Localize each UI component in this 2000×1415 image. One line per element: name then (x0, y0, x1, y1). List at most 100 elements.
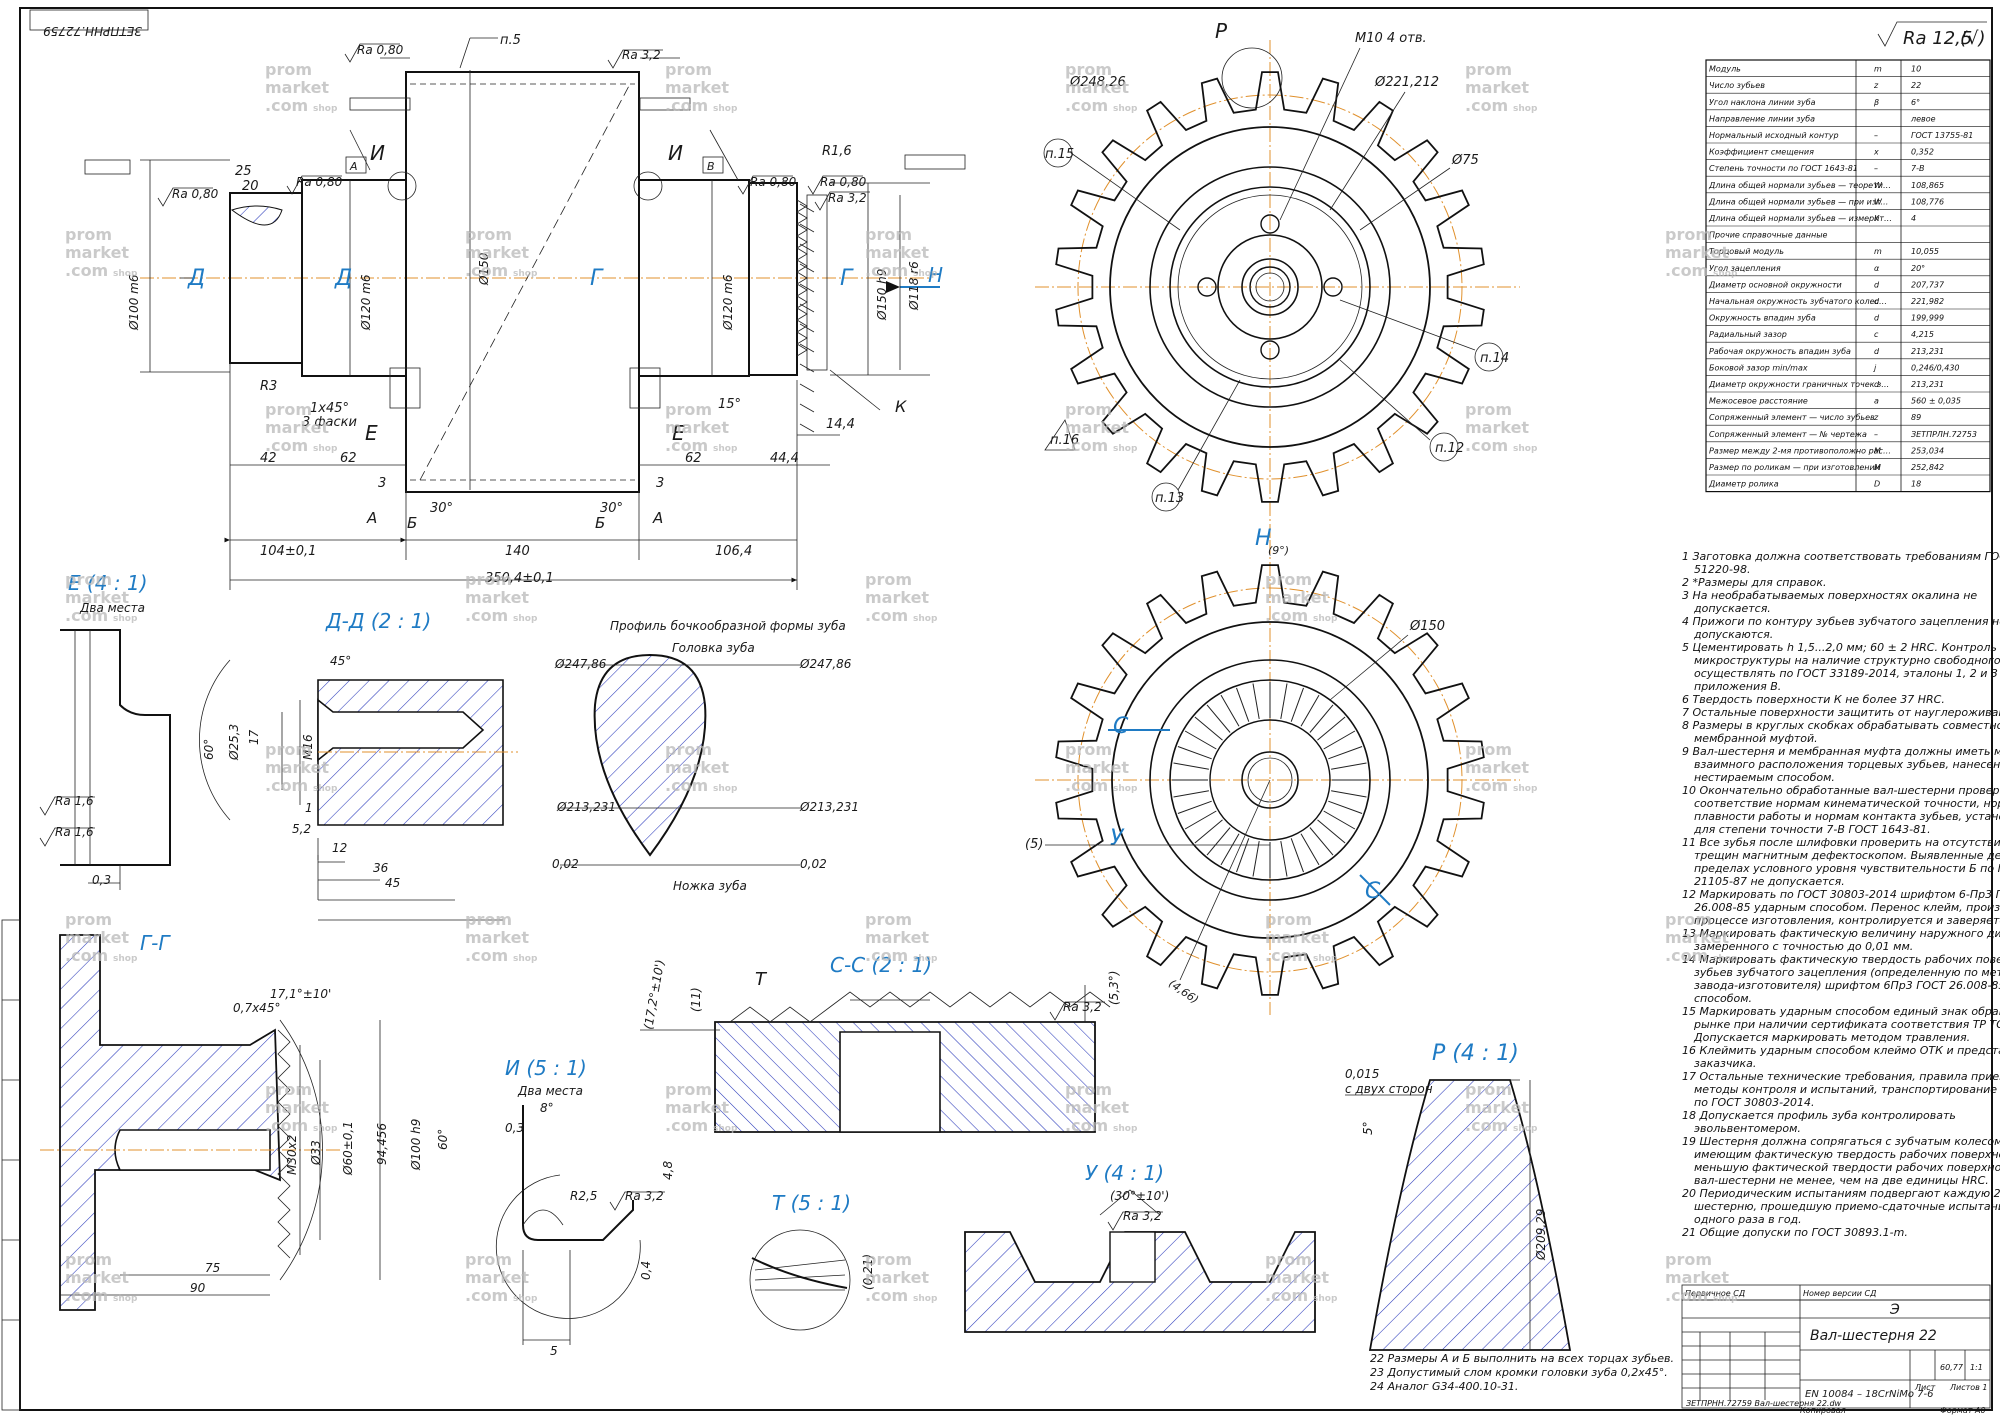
svg-text:п.15: п.15 (1045, 147, 1074, 162)
svg-text:Ø248,26: Ø248,26 (1069, 75, 1126, 90)
face-spline-tooth (1280, 683, 1288, 719)
svg-text:.com: .com (1665, 1286, 1708, 1305)
svg-text:Н: Н (1255, 526, 1272, 551)
face-spline-tooth (1309, 704, 1334, 733)
face-spline-tooth (1317, 819, 1346, 844)
svg-text:prom: prom (1465, 60, 1512, 79)
svg-text:.com: .com (1065, 1116, 1108, 1135)
note-line: процессе изготовления, контролируется и … (1694, 914, 2000, 927)
svg-text:prom: prom (665, 60, 712, 79)
svg-text:market: market (1665, 928, 1729, 947)
param-symbol: a (1874, 397, 1879, 406)
note-line: замеренного с точностью до 0,01 мм. (1694, 940, 1913, 953)
face-spline-tooth (1236, 838, 1250, 873)
svg-text:Ra 1,6: Ra 1,6 (55, 825, 94, 839)
param-value: 18 (1911, 480, 1921, 489)
face-spline-tooth (1323, 730, 1356, 750)
param-label: Прочие справочные данные (1709, 231, 1828, 240)
param-value: 560 ± 0,035 (1911, 397, 1961, 406)
svg-text:shop: shop (1313, 614, 1338, 624)
technical-requirements: 1 Заготовка должна соответствовать требо… (1682, 550, 2000, 1239)
svg-text:prom: prom (1265, 910, 1312, 929)
svg-text:44,4: 44,4 (770, 451, 799, 466)
svg-text:62: 62 (340, 451, 357, 466)
svg-text:Б: Б (407, 514, 417, 532)
svg-text:С-С (2 : 1): С-С (2 : 1) (830, 953, 932, 977)
svg-text:market: market (665, 758, 729, 777)
svg-text:1: 1 (305, 801, 313, 815)
svg-text:45: 45 (385, 876, 400, 890)
svg-text:(5,3°): (5,3°) (1107, 971, 1121, 1005)
svg-text:5°: 5° (1361, 1121, 1375, 1135)
note-line: 4 Прижоги по контуру зубьев зубчатого за… (1682, 615, 2000, 628)
note-line: меньшую фактической твердости рабочих по… (1694, 1161, 2000, 1174)
svg-text:shop: shop (113, 1294, 138, 1304)
svg-text:.com: .com (265, 96, 308, 115)
face-spline-tooth (1252, 683, 1260, 719)
gear-front-view (1035, 40, 1520, 545)
param-label: Торцовый модуль (1709, 247, 1784, 256)
svg-text:0,3: 0,3 (505, 1121, 524, 1135)
svg-text:.com: .com (65, 1286, 108, 1305)
param-symbol: d (1874, 347, 1880, 356)
svg-text:5,2: 5,2 (292, 822, 311, 836)
svg-text:.com: .com (265, 436, 308, 455)
param-symbol: – (1874, 164, 1878, 173)
note-line: 51220-98. (1694, 563, 1750, 576)
svg-text:Ø150 h9: Ø150 h9 (875, 269, 889, 321)
face-spline-tooth (1252, 841, 1260, 877)
svg-text:prom: prom (1465, 400, 1512, 419)
svg-text:market: market (1065, 418, 1129, 437)
note-line: 6 Твердость поверхности К не более 37 HR… (1682, 693, 1945, 706)
svg-text:shop: shop (1513, 784, 1538, 794)
svg-text:Ø118 r6: Ø118 r6 (907, 261, 921, 311)
note-line: пределах условного уровня чувствительнос… (1694, 862, 2000, 875)
face-spline-tooth (1177, 746, 1212, 760)
svg-text:prom: prom (265, 400, 312, 419)
svg-text:Г: Г (840, 266, 854, 291)
param-symbol: z (1873, 81, 1879, 90)
face-spline-tooth (1236, 687, 1250, 722)
face-spline-tooth (1184, 730, 1217, 750)
svg-text:42: 42 (260, 451, 277, 466)
svg-text:prom: prom (265, 1080, 312, 1099)
svg-text:shop: shop (713, 784, 738, 794)
note-line: завода-изготовителя) шрифтом 6Пр3 ГОСТ 2… (1694, 979, 2000, 992)
svg-text:prom: prom (1665, 910, 1712, 929)
svg-text:prom: prom (1665, 225, 1712, 244)
param-label: Направление линии зуба (1709, 114, 1815, 123)
param-value: 4,215 (1911, 330, 1934, 339)
svg-text:.com: .com (1465, 1116, 1508, 1135)
svg-text:Ra 3,2: Ra 3,2 (622, 48, 661, 62)
svg-text:Ø25,3: Ø25,3 (227, 724, 241, 761)
svg-text:shop: shop (113, 269, 138, 279)
param-symbol: z (1873, 413, 1879, 422)
svg-text:п.14: п.14 (1480, 351, 1509, 366)
section-y-view (964, 1189, 1316, 1333)
param-value: 6° (1911, 98, 1920, 107)
face-spline-tooth (1331, 790, 1367, 798)
param-label: Начальная окружность зубчатого колес… (1709, 297, 1887, 306)
svg-text:market: market (65, 588, 129, 607)
svg-text:prom: prom (265, 740, 312, 759)
svg-text:prom: prom (1665, 1250, 1712, 1269)
tooth-profile-view (560, 653, 800, 866)
svg-text:1:1: 1:1 (1970, 1363, 1983, 1372)
svg-text:17: 17 (247, 729, 261, 745)
svg-text:market: market (1265, 928, 1329, 947)
svg-text:.com: .com (1465, 776, 1508, 795)
param-symbol: β (1873, 98, 1879, 107)
gear-rear-view (1035, 540, 1520, 1015)
svg-text:Т: Т (755, 969, 768, 990)
note-line: 9 Вал-шестерня и мембранная муфта должны… (1682, 745, 2000, 758)
svg-text:Номер версии СД: Номер версии СД (1803, 1289, 1876, 1298)
